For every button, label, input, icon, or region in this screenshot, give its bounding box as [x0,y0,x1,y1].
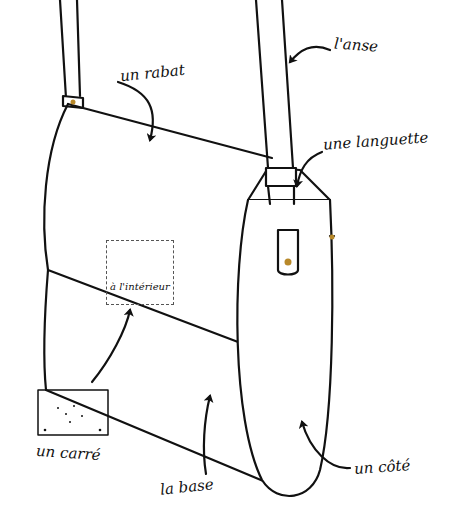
part-label: la base [159,475,214,499]
part-label: un rabat [119,61,185,86]
part-label: une languette [323,128,429,153]
part-label: un carré [35,442,101,464]
part-label: l'anse [333,34,378,55]
box-text: à l'intérieur [110,281,170,292]
part-label: un côté [353,456,411,478]
dashed-box: à l'intérieur [106,240,174,305]
